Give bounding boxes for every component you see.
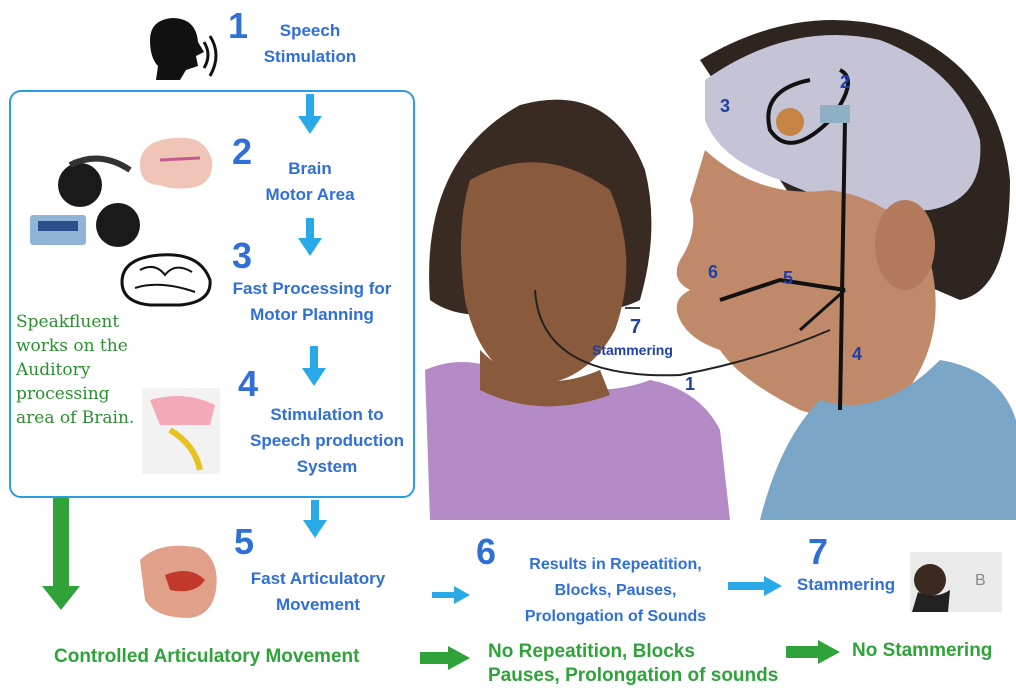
step-4-label-line: Speech production bbox=[242, 428, 412, 454]
step-5-label-line: Movement bbox=[250, 592, 386, 618]
controlled-result-line: No Repeatition, Blocks bbox=[488, 640, 778, 664]
overlay-stammering-label: Stammering bbox=[592, 342, 673, 358]
overlay-number-7: 7 bbox=[630, 316, 641, 339]
overlay-number-3: 3 bbox=[720, 96, 730, 117]
step-3-label-line: Motor Planning bbox=[222, 302, 402, 328]
speakfluent-note-line: processing bbox=[16, 382, 146, 406]
controlled-movement-label: Controlled Articulatory Movement bbox=[54, 646, 359, 668]
speakfluent-note-line: area of Brain. bbox=[16, 406, 146, 430]
step-3-label: Fast Processing for Motor Planning bbox=[222, 276, 402, 328]
step-6-label-line: Results in Repeatition, bbox=[508, 552, 723, 578]
step-1-label: Speech Stimulation bbox=[250, 18, 370, 70]
step-1-label-line: Speech bbox=[250, 18, 370, 44]
step-5-number: 5 bbox=[234, 524, 254, 560]
step-7-label: Stammering bbox=[786, 572, 906, 598]
speakfluent-note-line: works on the bbox=[16, 334, 146, 358]
speakfluent-note: Speakfluent works on the Auditory proces… bbox=[16, 310, 146, 430]
controlled-result-line: Pauses, Prolongation of sounds bbox=[488, 664, 778, 688]
overlay-number-4: 4 bbox=[852, 344, 862, 365]
step-6-number: 6 bbox=[476, 534, 496, 570]
step-6-label-line: Blocks, Pauses, bbox=[508, 578, 723, 604]
overlay-number-6: 6 bbox=[708, 262, 718, 283]
no-stammering-label: No Stammering bbox=[852, 640, 992, 662]
step-1-label-line: Stimulation bbox=[250, 44, 370, 70]
speakfluent-note-line: Speakfluent bbox=[16, 310, 146, 334]
step-2-label-line: Brain bbox=[250, 156, 370, 182]
controlled-result-label: No Repeatition, Blocks Pauses, Prolongat… bbox=[488, 640, 778, 688]
overlay-number-1: 1 bbox=[685, 374, 695, 395]
step-7-number: 7 bbox=[808, 534, 828, 570]
step-5-label: Fast Articulatory Movement bbox=[250, 566, 386, 618]
step-6-label: Results in Repeatition, Blocks, Pauses, … bbox=[508, 552, 723, 630]
step-3-number: 3 bbox=[232, 238, 252, 274]
step-4-label-line: System bbox=[242, 454, 412, 480]
step-2-label: Brain Motor Area bbox=[250, 156, 370, 208]
step-3-label-line: Fast Processing for bbox=[222, 276, 402, 302]
step-1-number: 1 bbox=[228, 8, 248, 44]
speakfluent-note-line: Auditory bbox=[16, 358, 146, 382]
step-4-label: Stimulation to Speech production System bbox=[242, 402, 412, 480]
step-4-number: 4 bbox=[238, 366, 258, 402]
step-5-label-line: Fast Articulatory bbox=[250, 566, 386, 592]
step-6-label-line: Prolongation of Sounds bbox=[508, 604, 723, 630]
step-7-label-line: Stammering bbox=[786, 572, 906, 598]
step-2-label-line: Motor Area bbox=[250, 182, 370, 208]
overlay-number-2: 2 bbox=[840, 72, 850, 93]
overlay-number-5: 5 bbox=[783, 268, 793, 289]
step-4-label-line: Stimulation to bbox=[242, 402, 412, 428]
